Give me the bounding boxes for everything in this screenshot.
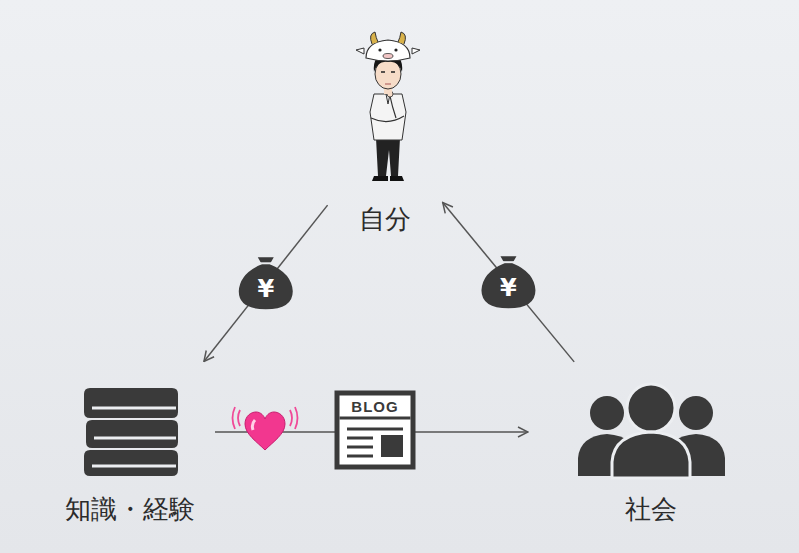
books-icon	[84, 388, 178, 476]
people-icon	[578, 384, 725, 478]
heart-icon	[233, 407, 298, 450]
blog-icon-text: BLOG	[351, 399, 398, 414]
yen-symbol: ¥	[500, 276, 517, 300]
money-bag-icon	[239, 257, 293, 309]
connector-arrow	[443, 202, 574, 361]
node-label: 知識・経験	[65, 494, 195, 525]
node-label: 社会	[625, 494, 677, 525]
person-illustration	[356, 32, 420, 181]
money-bag-icon	[481, 256, 535, 308]
self-node: 自分	[340, 30, 430, 235]
knowledge-node: 知識・経験	[45, 385, 215, 525]
society-node: 社会	[575, 385, 727, 525]
node-label: 自分	[359, 204, 411, 235]
connector-arrow	[204, 205, 328, 361]
yen-symbol: ¥	[257, 277, 274, 301]
blog-icon	[337, 393, 413, 467]
